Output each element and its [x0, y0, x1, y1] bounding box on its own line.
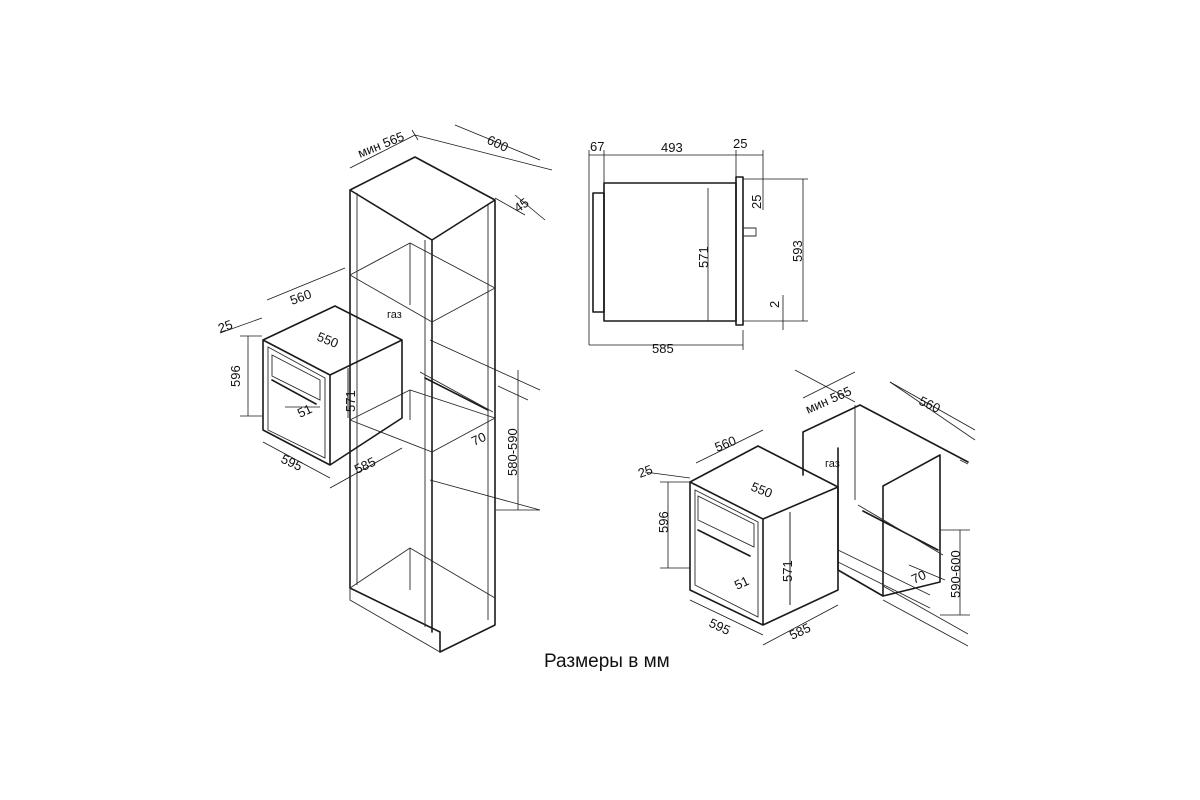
label-gas: газ — [387, 309, 402, 321]
label-height-571: 571 — [696, 246, 711, 268]
column-cabinet — [349, 156, 496, 653]
label-51-2: 51 — [732, 573, 751, 593]
label-body-493: 493 — [661, 140, 683, 155]
label-rear-25: 25 — [733, 136, 747, 151]
column-oven — [262, 305, 403, 466]
label-front-67: 67 — [590, 139, 604, 154]
units-caption: Размеры в мм — [544, 651, 670, 672]
label-top-gap-25: 25 — [749, 195, 764, 209]
undercounter-oven — [689, 445, 839, 626]
label-gap-2: 2 — [767, 301, 782, 308]
label-585-2: 585 — [787, 620, 813, 643]
undercounter-view: мин 565 560 560 25 550 газ 596 51 571 59… — [636, 369, 976, 647]
label-585: 585 — [352, 454, 378, 477]
label-gas-2: газ — [825, 458, 840, 470]
column-cabinet-view: мин 565 600 45 560 25 596 550 газ 51 571… — [216, 124, 553, 653]
label-571: 571 — [343, 390, 358, 412]
label-depth-585: 585 — [652, 341, 674, 356]
label-595: 595 — [279, 451, 305, 474]
label-inner-550: 550 — [315, 329, 341, 351]
label-counter-560: 560 — [917, 393, 943, 416]
label-slot-70-2: 70 — [909, 567, 928, 587]
label-side-25-2: 25 — [636, 462, 655, 481]
side-profile-view: 67 493 25 25 571 593 2 585 — [588, 136, 808, 356]
label-571-2: 571 — [780, 560, 795, 582]
label-oven-depth: 560 — [288, 286, 314, 308]
label-rear-gap: 45 — [511, 195, 531, 216]
side-oven-body — [603, 182, 737, 322]
label-oven-depth-2: 560 — [713, 433, 739, 455]
label-inner-550-2: 550 — [749, 479, 775, 501]
label-niche-height-2: 590-600 — [948, 550, 963, 598]
label-height-593: 593 — [790, 240, 805, 262]
label-niche-height: 580-590 — [505, 428, 520, 476]
label-min-depth: мин 565 — [356, 129, 407, 161]
label-51: 51 — [295, 401, 314, 421]
label-cab-width: 600 — [485, 132, 511, 155]
undercounter-cabinet — [802, 404, 969, 597]
label-side-25: 25 — [216, 317, 235, 336]
label-height-596-2: 596 — [656, 511, 671, 533]
label-height-596: 596 — [228, 365, 243, 387]
label-slot-70: 70 — [469, 429, 488, 449]
